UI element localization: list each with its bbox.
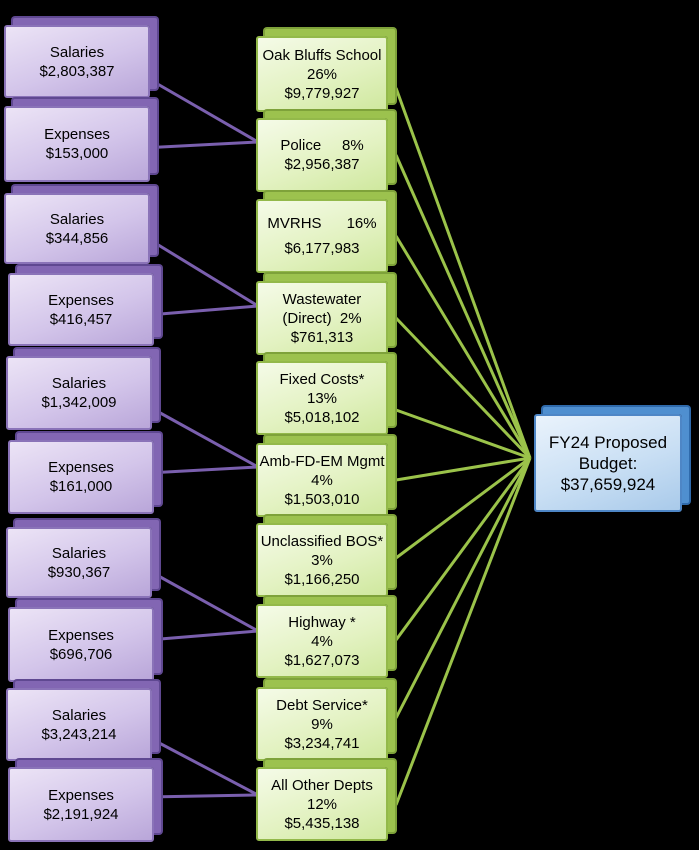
breakdown-label: Expenses xyxy=(48,291,114,309)
department-connector xyxy=(394,457,532,719)
department-box-5: Fixed Costs* 13% $5,018,102 xyxy=(256,361,388,435)
breakdown-amount: $416,457 xyxy=(49,310,113,328)
breakdown-box-6: Expenses $161,000 xyxy=(8,440,154,514)
breakdown-amount: $161,000 xyxy=(49,478,113,495)
department-box-6: Amb-FD-EM Mgmt 4% $1,503,010 xyxy=(256,443,388,517)
breakdown-connector xyxy=(143,733,259,797)
breakdown-connector xyxy=(143,566,259,633)
breakdown-label: Salaries xyxy=(49,43,105,61)
breakdown-box-3: Salaries $344,856 xyxy=(4,193,150,264)
breakdown-amount: $930,367 xyxy=(47,563,111,581)
breakdown-connector xyxy=(147,629,259,642)
breakdown-label: Salaries xyxy=(51,706,107,724)
department-amount: $5,435,138 xyxy=(284,814,360,832)
department-amount: $1,627,073 xyxy=(284,651,360,669)
department-amount: $1,166,250 xyxy=(284,570,360,588)
department-percent: 9% xyxy=(311,715,333,733)
department-percent: 4% xyxy=(311,632,333,650)
breakdown-box-5: Salaries $1,342,009 xyxy=(6,356,152,430)
department-box-4: Wastewater (Direct) 2% $761,313 xyxy=(256,281,388,355)
breakdown-amount: $2,803,387 xyxy=(39,62,115,80)
department-connector xyxy=(394,457,532,806)
breakdown-connector xyxy=(143,402,259,469)
breakdown-connector xyxy=(141,140,259,150)
department-name: Police 8% xyxy=(280,137,364,154)
department-amount: $9,779,927 xyxy=(284,84,360,102)
department-amount: $6,177,983 xyxy=(284,240,360,257)
breakdown-label: Expenses xyxy=(44,126,110,143)
department-connector xyxy=(394,316,532,460)
department-percent: 12% xyxy=(306,795,338,813)
department-name: Oak Bluffs School xyxy=(262,46,382,64)
breakdown-connector xyxy=(141,233,259,308)
department-connector xyxy=(394,87,532,459)
department-percent: (Direct) 2% xyxy=(282,309,362,327)
department-name: Debt Service* xyxy=(276,696,368,714)
department-box-2: Police 8% $2,956,387 xyxy=(256,118,388,192)
breakdown-box-8: Expenses $696,706 xyxy=(8,607,154,682)
department-amount: $3,234,741 xyxy=(284,734,360,752)
total-budget-box: FY24 Proposed Budget: $37,659,924 xyxy=(534,414,682,512)
department-percent: 13% xyxy=(306,389,338,407)
breakdown-box-7: Salaries $930,367 xyxy=(6,527,152,598)
breakdown-connector xyxy=(147,465,259,475)
department-percent: 4% xyxy=(311,471,333,489)
breakdown-box-4: Expenses $416,457 xyxy=(8,273,154,346)
department-name: All Other Depts xyxy=(271,776,373,794)
breakdown-connector xyxy=(147,304,259,317)
breakdown-amount: $1,342,009 xyxy=(41,394,117,411)
department-name: Fixed Costs* xyxy=(279,370,365,388)
department-name: Unclassified BOS* xyxy=(260,532,384,550)
department-box-10: All Other Depts 12% $5,435,138 xyxy=(256,767,388,841)
department-amount: $1,503,010 xyxy=(284,490,360,508)
total-amount: $37,659,924 xyxy=(560,474,656,494)
department-percent: 3% xyxy=(311,551,333,569)
breakdown-label: Salaries xyxy=(49,210,105,228)
department-name: Wastewater xyxy=(282,290,362,308)
department-percent: 26% xyxy=(306,65,338,83)
department-connector xyxy=(395,408,531,460)
department-box-9: Debt Service* 9% $3,234,741 xyxy=(256,687,388,761)
breakdown-connector xyxy=(147,793,259,799)
department-name: Amb-FD-EM Mgmt xyxy=(259,452,385,470)
department-amount: $2,956,387 xyxy=(284,156,360,173)
breakdown-amount: $344,856 xyxy=(45,229,109,247)
department-amount: $761,313 xyxy=(290,328,354,346)
department-name: MVRHS 16% xyxy=(267,215,377,232)
breakdown-amount: $153,000 xyxy=(45,145,109,162)
breakdown-box-1: Salaries $2,803,387 xyxy=(4,25,150,98)
department-box-1: Oak Bluffs School 26% $9,779,927 xyxy=(256,36,388,112)
breakdown-box-2: Expenses $153,000 xyxy=(4,106,150,182)
breakdown-box-9: Salaries $3,243,214 xyxy=(6,688,152,761)
breakdown-label: Expenses xyxy=(48,459,114,476)
department-connector xyxy=(394,235,532,459)
department-box-7: Unclassified BOS* 3% $1,166,250 xyxy=(256,523,388,597)
breakdown-amount: $2,191,924 xyxy=(43,805,119,823)
department-connector xyxy=(395,456,531,560)
department-connector xyxy=(394,457,532,641)
department-connector xyxy=(395,456,531,482)
breakdown-amount: $696,706 xyxy=(49,645,113,663)
breakdown-label: Salaries xyxy=(51,544,107,562)
department-amount: $5,018,102 xyxy=(284,408,360,426)
breakdown-connector xyxy=(141,73,259,144)
total-title: FY24 Proposed xyxy=(548,432,668,452)
breakdown-amount: $3,243,214 xyxy=(41,725,117,743)
breakdown-label: Expenses xyxy=(48,626,114,644)
department-box-8: Highway * 4% $1,627,073 xyxy=(256,604,388,678)
breakdown-label: Salaries xyxy=(51,375,107,392)
department-box-3: MVRHS 16% $6,177,983 xyxy=(256,199,388,273)
total-subtitle: Budget: xyxy=(578,453,638,473)
department-name: Highway * xyxy=(288,613,356,631)
breakdown-box-10: Expenses $2,191,924 xyxy=(8,767,154,842)
breakdown-label: Expenses xyxy=(48,786,114,804)
department-connector xyxy=(394,154,532,459)
